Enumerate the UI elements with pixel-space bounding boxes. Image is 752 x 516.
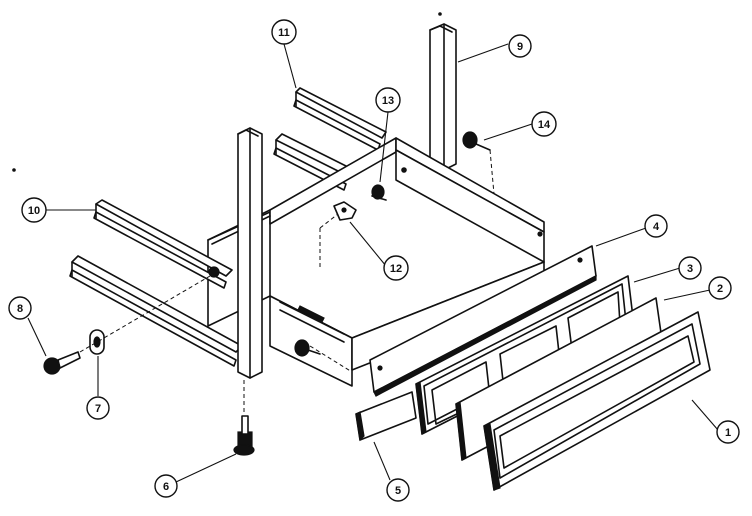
front-left-post — [237, 127, 263, 379]
callout-11: 11 — [271, 19, 297, 45]
drawer-outer-front — [483, 311, 711, 491]
callout-1-label: 1 — [725, 427, 731, 439]
bracket-part — [333, 201, 357, 221]
drawer-box — [207, 137, 545, 387]
callout-10: 10 — [21, 197, 47, 223]
bottom-trim-strip — [355, 391, 417, 442]
screw-8 — [43, 351, 81, 375]
rear-right-post — [429, 23, 457, 171]
callout-13: 13 — [375, 87, 401, 113]
callout-13-label: 13 — [382, 95, 394, 107]
callout-7-label: 7 — [95, 403, 101, 415]
callout-10-label: 10 — [28, 205, 40, 217]
callout-4-label: 4 — [653, 221, 660, 233]
callout-6: 6 — [154, 474, 178, 498]
left-side-rail — [93, 199, 233, 289]
callout-5-label: 5 — [395, 485, 401, 497]
callout-9-label: 9 — [517, 41, 523, 53]
drawer-front-panel — [369, 245, 597, 397]
bracket-screw — [371, 184, 387, 201]
rear-top-rail — [293, 87, 387, 151]
leveling-foot-6 — [233, 415, 255, 456]
drawer-side-screw — [294, 339, 321, 357]
callout-12: 12 — [383, 255, 409, 281]
callout-4: 4 — [644, 214, 668, 238]
speck — [12, 168, 16, 172]
callout-2: 2 — [708, 276, 732, 300]
callout-6-label: 6 — [163, 481, 169, 493]
callout-2-label: 2 — [717, 283, 723, 295]
callout-14: 14 — [531, 111, 557, 137]
speck — [438, 12, 442, 16]
callout-12-label: 12 — [390, 263, 402, 275]
lower-left-rail — [69, 255, 243, 367]
washer-clip-7 — [89, 329, 105, 355]
callout-9: 9 — [508, 34, 532, 58]
callout-7: 7 — [86, 396, 110, 420]
callout-1: 1 — [716, 420, 740, 444]
callout-8-label: 8 — [17, 303, 23, 315]
callout-3: 3 — [678, 256, 702, 280]
callout-3-label: 3 — [687, 263, 693, 275]
leader-lines — [27, 43, 719, 483]
callout-14-label: 14 — [538, 119, 551, 131]
rail-mount-hole — [208, 266, 220, 278]
rear-screw — [462, 131, 491, 151]
callout-5: 5 — [386, 478, 410, 502]
assembly-guides — [79, 149, 495, 414]
callout-8: 8 — [8, 296, 32, 320]
callout-11-label: 11 — [278, 27, 290, 39]
